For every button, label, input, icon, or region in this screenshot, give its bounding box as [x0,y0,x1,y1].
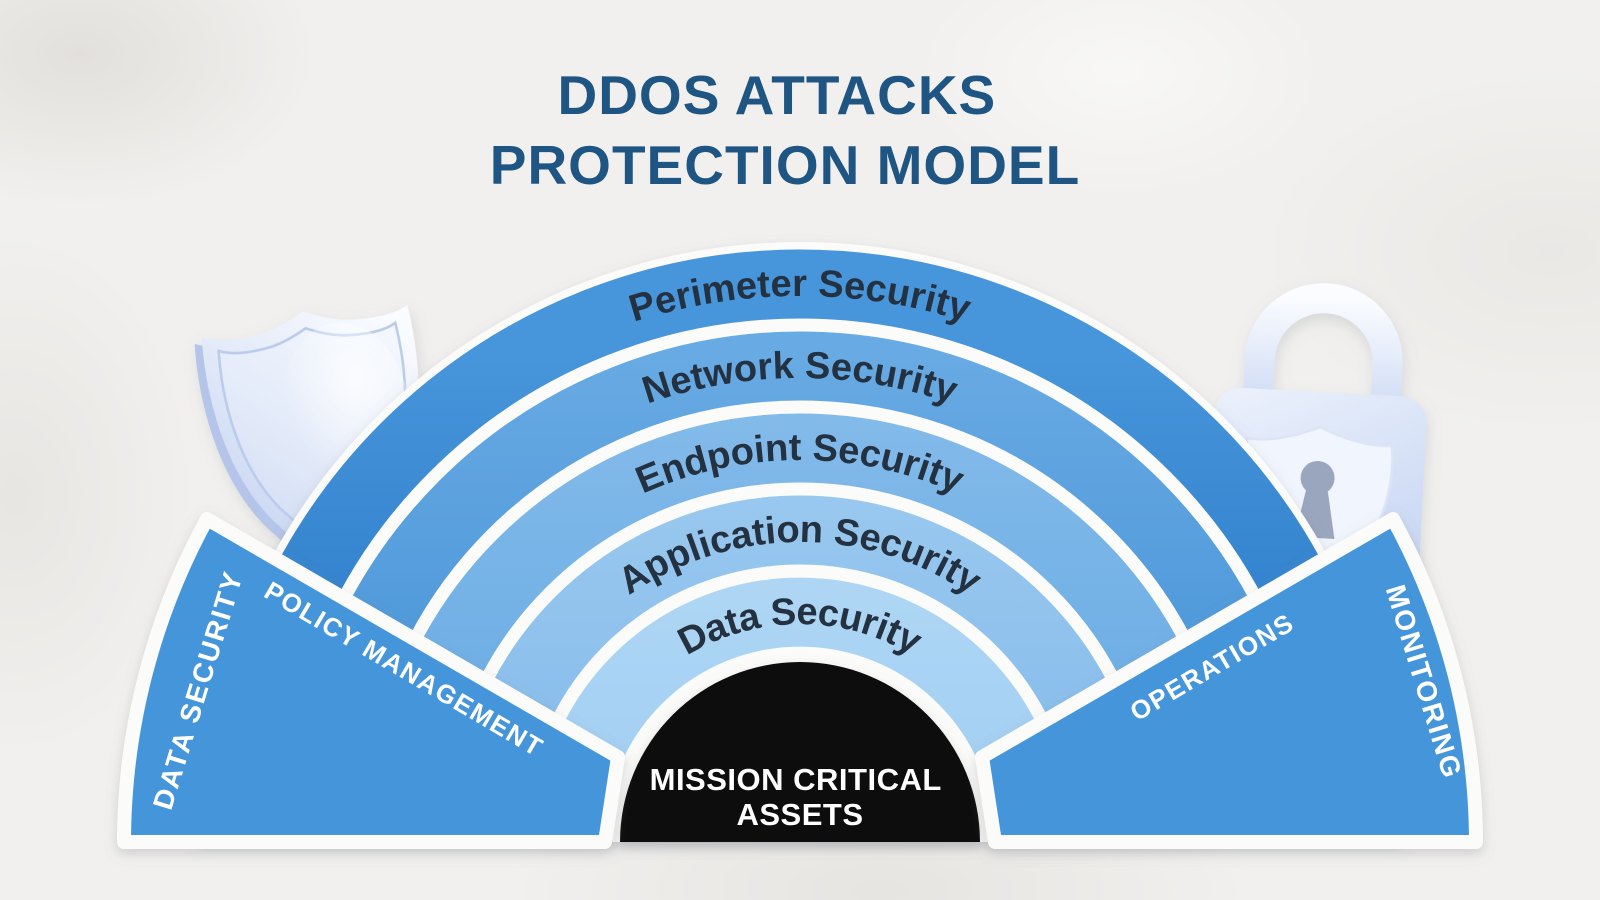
core-label: MISSION CRITICAL ASSETS [650,762,951,832]
panel-right-wedge [975,512,1483,849]
title-line-1: DDOS ATTACKS [557,64,996,126]
core-label-line-1: MISSION CRITICAL [650,762,942,797]
panel-left-wedge [117,512,625,849]
core-semicircle [620,662,980,842]
padlock-shackle [1242,283,1403,413]
page-title: DDOS ATTACKS PROTECTION MODEL [490,64,1080,196]
core-label-line-2: ASSETS [736,797,863,832]
title-line-2: PROTECTION MODEL [490,134,1080,196]
